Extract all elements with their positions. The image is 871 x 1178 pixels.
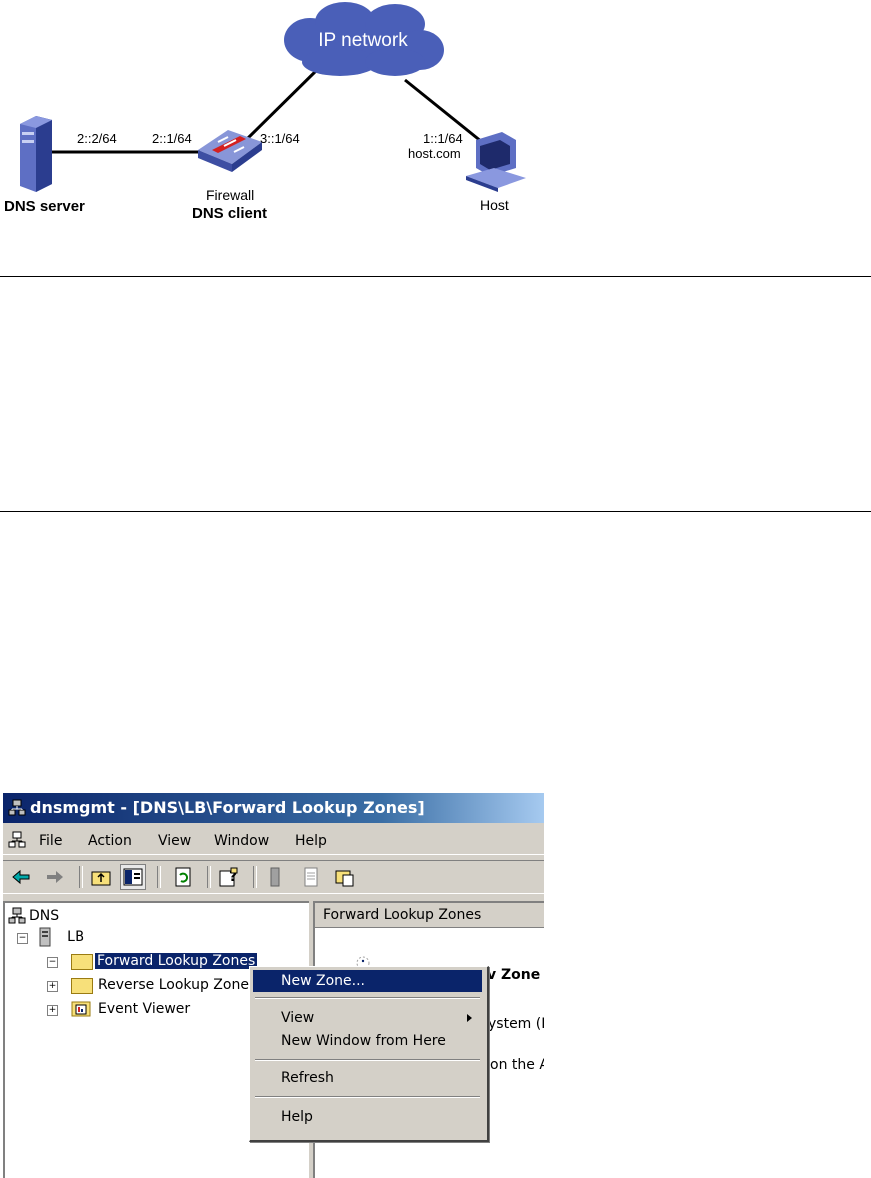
- tree-item-reverse-lookup-zones[interactable]: Reverse Lookup Zones: [98, 977, 257, 993]
- cloud-label: IP network: [318, 30, 408, 51]
- tree-item-lb[interactable]: LB: [67, 929, 84, 945]
- menu-item-new-window[interactable]: New Window from Here: [253, 1030, 482, 1052]
- new-zone-label: New Zone...: [281, 973, 365, 989]
- folder-icon: [71, 978, 93, 994]
- menu-separator: [255, 1096, 480, 1098]
- menu-item-new-zone[interactable]: New Zone...: [253, 970, 482, 992]
- submenu-arrow-icon: [467, 1014, 472, 1022]
- back-arrow-icon[interactable]: [9, 865, 33, 889]
- collapse-forward-zones-icon[interactable]: −: [47, 957, 58, 968]
- forward-lookup-zones-label: Forward Lookup Zones: [93, 952, 259, 970]
- tree-item-forward-lookup-zones[interactable]: Forward Lookup Zones: [93, 952, 259, 970]
- svg-text:?: ?: [229, 869, 237, 885]
- firewall-left-port-label: 2::1/64: [152, 131, 192, 146]
- help-icon[interactable]: ?: [217, 865, 241, 889]
- partial-heading: v Zone: [487, 967, 541, 983]
- dns-server-port-label: 2::2/64: [77, 131, 117, 146]
- menu-item-help[interactable]: Help: [253, 1106, 482, 1128]
- network-diagram: IP network 2::2/64 2::1/64 3::1/64 1::1/…: [0, 0, 871, 240]
- up-one-level-icon[interactable]: [89, 865, 113, 889]
- title-bar[interactable]: dnsmgmt - [DNS\LB\Forward Lookup Zones]: [3, 793, 544, 823]
- server-toolbar-icon[interactable]: [263, 865, 287, 889]
- toolbar-separator: [253, 866, 257, 888]
- divider-2: [0, 511, 871, 512]
- refresh-label: Refresh: [281, 1070, 334, 1086]
- tree-item-dns[interactable]: DNS: [29, 908, 60, 924]
- expand-event-viewer-icon[interactable]: +: [47, 1005, 58, 1016]
- server-icon: [20, 116, 52, 192]
- link-cloud-host: [404, 78, 488, 148]
- dns-root-icon: [8, 907, 26, 924]
- details-header-title: Forward Lookup Zones: [323, 907, 482, 923]
- menu-file[interactable]: File: [39, 833, 63, 849]
- menu-window[interactable]: Window: [214, 833, 270, 849]
- menu-separator: [255, 997, 480, 999]
- menu-separator: [255, 1059, 480, 1061]
- tree-item-event-viewer[interactable]: Event Viewer: [98, 1001, 191, 1017]
- menu-view[interactable]: View: [158, 833, 192, 849]
- help-label: Help: [281, 1109, 313, 1125]
- divider-1: [0, 276, 871, 277]
- firewall-icon: [198, 130, 262, 172]
- show-hide-tree-icon[interactable]: [120, 864, 146, 890]
- partial-text-line-1: ystem (D: [488, 1016, 544, 1032]
- collapse-lb-icon[interactable]: −: [17, 933, 28, 944]
- details-header: Forward Lookup Zones: [315, 903, 544, 928]
- view-label: View: [281, 1010, 315, 1026]
- document-icon[interactable]: [299, 865, 323, 889]
- toolbar-separator: [207, 866, 211, 888]
- window-title: dnsmgmt - [DNS\LB\Forward Lookup Zones]: [30, 798, 425, 817]
- folder-icon: [71, 954, 93, 970]
- toolbar-separator: [157, 866, 161, 888]
- expand-reverse-zones-icon[interactable]: +: [47, 981, 58, 992]
- partial-text-line-2: on the A: [490, 1057, 544, 1073]
- event-viewer-icon: [71, 1001, 91, 1017]
- forward-arrow-icon[interactable]: [43, 865, 67, 889]
- menu-bar: File Action View Window Help: [3, 826, 544, 855]
- menu-help[interactable]: Help: [295, 833, 327, 849]
- cloud-icon: [284, 2, 444, 76]
- refresh-icon[interactable]: [171, 865, 195, 889]
- dns-app-icon: [8, 799, 26, 816]
- server-lb-icon: [39, 927, 51, 947]
- dns-client-label: DNS client: [192, 205, 268, 222]
- toolbar-separator: [79, 866, 83, 888]
- host-computer-icon: [466, 132, 526, 192]
- menu-action[interactable]: Action: [88, 833, 132, 849]
- host-name-label: host.com: [408, 146, 461, 161]
- menu-item-view[interactable]: View: [253, 1007, 482, 1029]
- host-port-label: 1::1/64: [423, 131, 463, 146]
- toolbar: ?: [3, 860, 544, 894]
- link-firewall-cloud: [246, 63, 324, 140]
- new-window-label: New Window from Here: [281, 1033, 446, 1049]
- host-label: Host: [480, 197, 509, 213]
- firewall-right-port-label: 3::1/64: [260, 131, 300, 146]
- system-menu-icon[interactable]: [8, 831, 26, 849]
- dns-server-label: DNS server: [4, 198, 85, 215]
- zone-folder-icon[interactable]: [333, 865, 357, 889]
- menu-item-refresh[interactable]: Refresh: [253, 1067, 482, 1089]
- context-menu: New Zone... View New Window from Here Re…: [249, 966, 489, 1142]
- firewall-label: Firewall: [206, 187, 255, 203]
- diagram-graphics: [20, 2, 526, 192]
